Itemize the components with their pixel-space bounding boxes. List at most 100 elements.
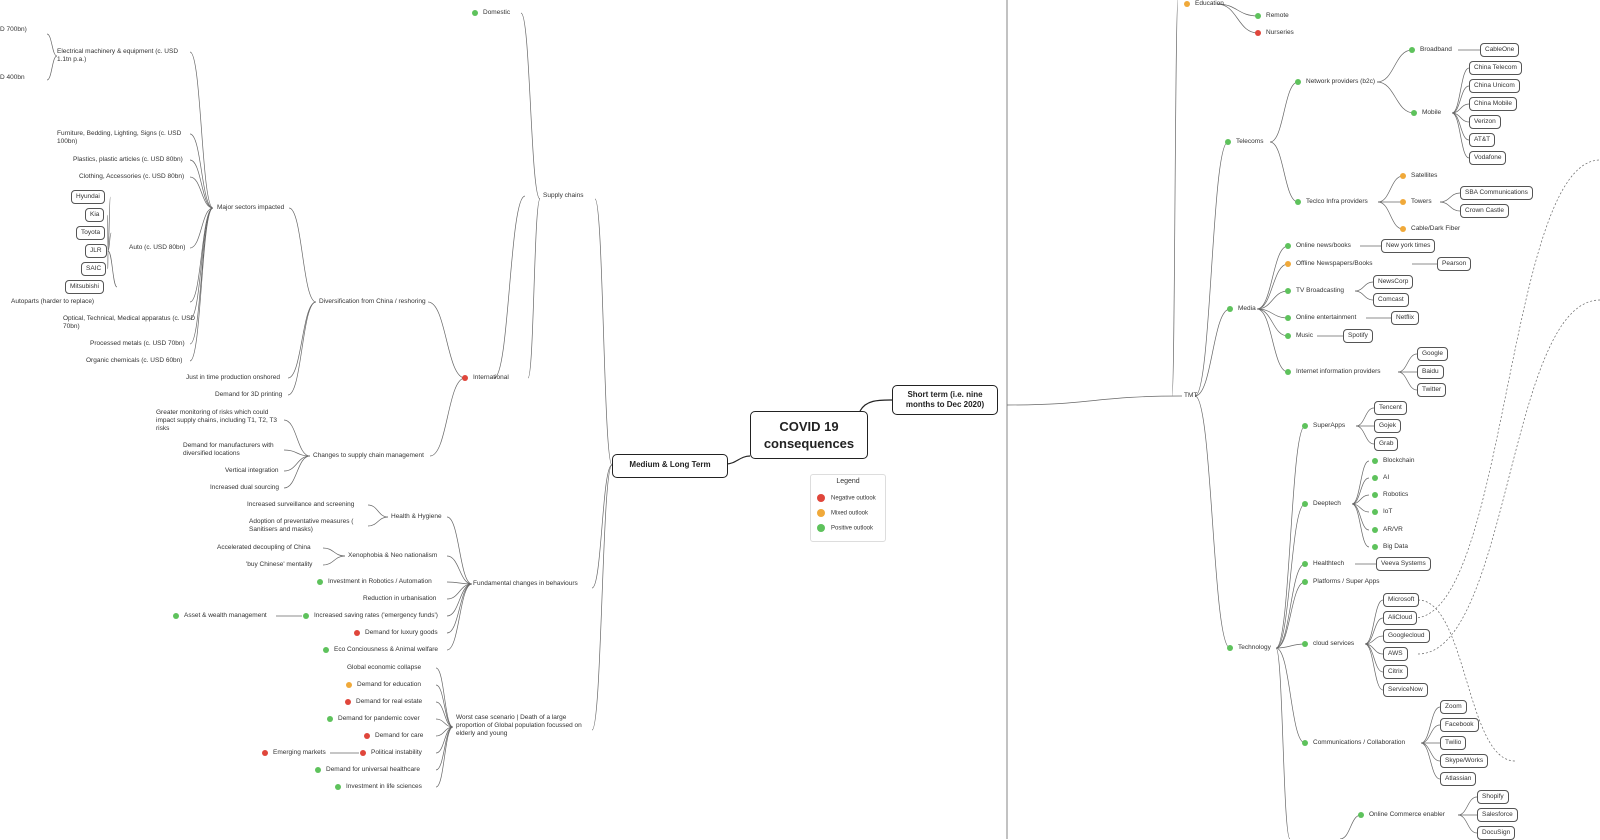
short-term-topic[interactable]: Short term (i.e. nine months to Dec 2020… <box>892 385 998 415</box>
company-alicloud[interactable]: AliCloud <box>1383 611 1417 625</box>
company-new-york-times[interactable]: New york times <box>1381 239 1435 253</box>
company-twitter[interactable]: Twitter <box>1417 383 1446 397</box>
company-china-telecom[interactable]: China Telecom <box>1469 61 1522 75</box>
company-atlassian[interactable]: Atlassian <box>1440 772 1476 786</box>
node-superapps[interactable]: SuperApps <box>1313 422 1345 430</box>
company-baidu[interactable]: Baidu <box>1417 365 1444 379</box>
node-plastics-plastic-articles-c-usd-80bn[interactable]: Plastics, plastic articles (c. USD 80bn) <box>73 156 183 164</box>
company-saic[interactable]: SAIC <box>81 262 106 276</box>
node-demand-for-universal-healthcare[interactable]: Demand for universal healthcare <box>326 766 420 774</box>
node-asset-wealth-management[interactable]: Asset & wealth management <box>184 612 267 620</box>
company-jlr[interactable]: JLR <box>85 244 107 258</box>
company-salesforce[interactable]: Salesforce <box>1477 808 1518 822</box>
node-online-commerce-enabler[interactable]: Online Commerce enabler <box>1369 811 1445 819</box>
node-global-economic-collapse[interactable]: Global economic collapse <box>347 664 421 672</box>
node-emerging-markets[interactable]: Emerging markets <box>273 749 326 757</box>
company-china-mobile[interactable]: China Mobile <box>1469 97 1517 111</box>
node-increased-dual-sourcing[interactable]: Increased dual sourcing <box>210 484 279 492</box>
company-shopify[interactable]: Shopify <box>1477 790 1509 804</box>
node-changes-to-supply-chain-management[interactable]: Changes to supply chain management <box>313 452 424 460</box>
company-aws[interactable]: AWS <box>1383 647 1408 661</box>
node-mobile[interactable]: Mobile <box>1422 109 1441 117</box>
node-increased-surveillance-and-screening[interactable]: Increased surveillance and screening <box>247 501 354 509</box>
company-googlecloud[interactable]: Googlecloud <box>1383 629 1430 643</box>
company-tencent[interactable]: Tencent <box>1374 401 1407 415</box>
company-verizon[interactable]: Verizon <box>1469 115 1501 129</box>
node-blockchain[interactable]: Blockchain <box>1383 457 1414 465</box>
node-platforms-super-apps[interactable]: Platforms / Super Apps <box>1313 578 1379 586</box>
company-netflix[interactable]: Netflix <box>1391 311 1419 325</box>
node-major-sectors-impacted[interactable]: Major sectors impacted <box>217 204 284 212</box>
node-offline-newspapers-books[interactable]: Offline Newspapers/Books <box>1296 260 1372 268</box>
node-demand-for-pandemic-cover[interactable]: Demand for pandemic cover <box>338 715 420 723</box>
company-sba-communications[interactable]: SBA Communications <box>1460 186 1533 200</box>
company-citrix[interactable]: Citrix <box>1383 665 1408 679</box>
company-pearson[interactable]: Pearson <box>1437 257 1471 271</box>
company-grab[interactable]: Grab <box>1374 437 1398 451</box>
node-buy-chinese-mentality[interactable]: 'buy Chinese' mentality <box>246 561 312 569</box>
company-toyota[interactable]: Toyota <box>76 226 105 240</box>
company-microsoft[interactable]: Microsoft <box>1383 593 1419 607</box>
node-cloud-services[interactable]: cloud services <box>1313 640 1354 648</box>
node-education[interactable]: Education <box>1195 0 1224 8</box>
node-autoparts-harder-to-replace[interactable]: Autoparts (harder to replace) <box>11 298 94 306</box>
node-telecoms[interactable]: Telecoms <box>1236 138 1263 146</box>
node-big-data[interactable]: Big Data <box>1383 543 1408 551</box>
node-demand-for-real-estate[interactable]: Demand for real estate <box>356 698 422 706</box>
node-accelerated-decoupling-of-china[interactable]: Accelerated decoupling of China <box>217 544 311 552</box>
node-domestic[interactable]: Domestic <box>483 9 510 17</box>
node-cable-dark-fiber[interactable]: Cable/Dark Fiber <box>1411 225 1460 233</box>
node-xenophobia-neo-nationalism[interactable]: Xenophobia & Neo nationalism <box>348 552 437 560</box>
node-processed-metals-c-usd-70bn[interactable]: Processed metals (c. USD 70bn) <box>90 340 185 348</box>
node-broadband[interactable]: Broadband <box>1420 46 1452 54</box>
node-adoption-of-preventative-measures-sanitisers-and-masks[interactable]: Adoption of preventative measures ( Sani… <box>249 518 367 534</box>
node-satellites[interactable]: Satellites <box>1411 172 1437 180</box>
node-auto-c-usd-80bn[interactable]: Auto (c. USD 80bn) <box>129 244 185 252</box>
node-tmt[interactable]: TMT <box>1184 392 1197 400</box>
node-robotics[interactable]: Robotics <box>1383 491 1408 499</box>
node-just-in-time-production-onshored[interactable]: Just in time production onshored <box>186 374 280 382</box>
node-supply-chains[interactable]: Supply chains <box>543 192 583 200</box>
node-iot[interactable]: IoT <box>1383 508 1392 516</box>
node-online-news-books[interactable]: Online news/books <box>1296 242 1351 250</box>
node-eco-conciousness-animal-welfare[interactable]: Eco Conciousness & Animal welfare <box>334 646 438 654</box>
company-hyundai[interactable]: Hyundai <box>71 190 105 204</box>
node-remote[interactable]: Remote <box>1266 12 1289 20</box>
company-kia[interactable]: Kia <box>85 208 104 222</box>
node-diversification-from-china-reshoring[interactable]: Diversification from China / reshoring <box>319 298 426 306</box>
node-reduction-in-urbanisation[interactable]: Reduction in urbanisation <box>363 595 436 603</box>
company-crown-castle[interactable]: Crown Castle <box>1460 204 1509 218</box>
node-organic-chemicals-c-usd-60bn[interactable]: Organic chemicals (c. USD 60bn) <box>86 357 182 365</box>
node-online-entertainment[interactable]: Online entertainment <box>1296 314 1356 322</box>
company-newscorp[interactable]: NewsCorp <box>1373 275 1413 289</box>
central-topic[interactable]: COVID 19 consequences <box>750 411 868 459</box>
company-skype-works[interactable]: Skype/Works <box>1440 754 1488 768</box>
node-increased-saving-rates-emergency-funds[interactable]: Increased saving rates ('emergency funds… <box>314 612 438 620</box>
node-fundamental-changes-in-behaviours[interactable]: Fundamental changes in behaviours <box>473 580 578 588</box>
node-international[interactable]: International <box>473 374 509 382</box>
node-demand-for-luxury-goods[interactable]: Demand for luxury goods <box>365 629 438 637</box>
node-d-700bn[interactable]: D 700bn) <box>0 26 27 34</box>
company-spotify[interactable]: Spotify <box>1343 329 1373 343</box>
node-technology[interactable]: Technology <box>1238 644 1271 652</box>
company-china-unicom[interactable]: China Unicom <box>1469 79 1520 93</box>
node-investment-in-robotics-automation[interactable]: Investment in Robotics / Automation <box>328 578 432 586</box>
node-optical-technical-medical-apparatus-c-usd-70bn[interactable]: Optical, Technical, Medical apparatus (c… <box>63 315 198 331</box>
node-ar-vr[interactable]: AR/VR <box>1383 526 1403 534</box>
company-zoom[interactable]: Zoom <box>1440 700 1467 714</box>
node-vertical-integration[interactable]: Vertical integration <box>225 467 278 475</box>
node-demand-for-manufacturers-with-diversified-locations[interactable]: Demand for manufacturers with diversifie… <box>183 442 291 458</box>
company-veeva-systems[interactable]: Veeva Systems <box>1376 557 1431 571</box>
node-electrical-machinery-equipment-c-usd-1-1tn-p-a[interactable]: Electrical machinery & equipment (c. USD… <box>57 48 192 64</box>
node-investment-in-life-sciences[interactable]: Investment in life sciences <box>346 783 422 791</box>
medium-long-term-topic[interactable]: Medium & Long Term <box>612 454 728 478</box>
company-cableone[interactable]: CableOne <box>1480 43 1519 57</box>
node-teclco-infra-providers[interactable]: Teclco Infra providers <box>1306 198 1368 206</box>
node-demand-for-care[interactable]: Demand for care <box>375 732 423 740</box>
company-gojek[interactable]: Gojek <box>1374 419 1401 433</box>
node-communications-collaboration[interactable]: Communications / Collaboration <box>1313 739 1405 747</box>
company-facebook[interactable]: Facebook <box>1440 718 1479 732</box>
node-healthtech[interactable]: Healthtech <box>1313 560 1344 568</box>
company-docusign[interactable]: DocuSign <box>1477 826 1515 840</box>
node-deeptech[interactable]: Deeptech <box>1313 500 1341 508</box>
